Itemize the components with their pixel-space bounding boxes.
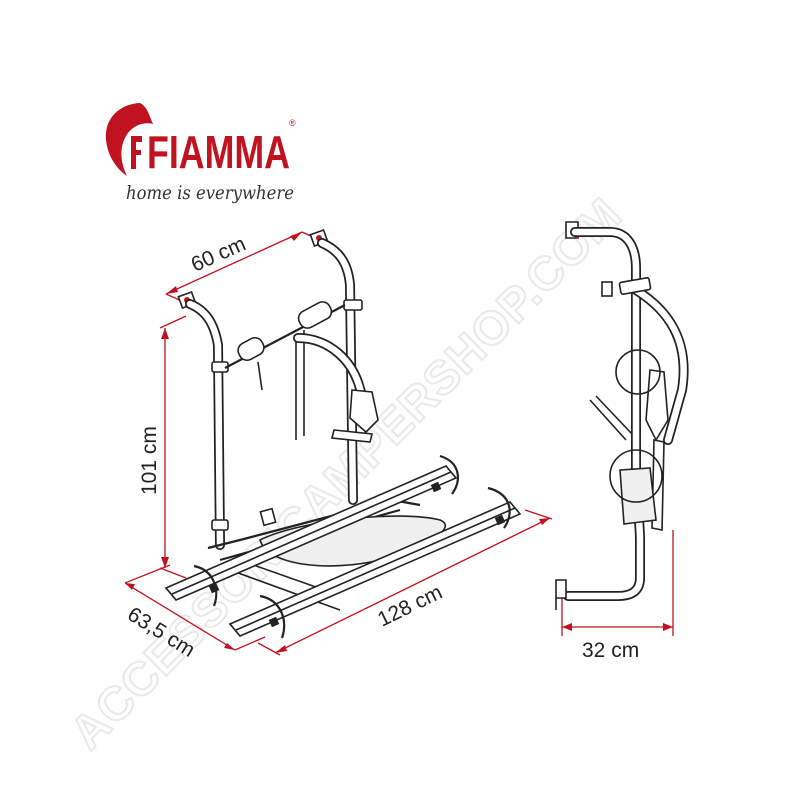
rail-length-dimension-line <box>257 509 553 656</box>
dimension-lines <box>124 231 674 656</box>
side-depth-label: 32 cm <box>582 639 639 662</box>
frame-left-upright <box>185 299 225 550</box>
wheel-rail-rear <box>228 486 522 639</box>
wheel-rail-front <box>164 454 459 607</box>
fiamma-flame-icon <box>105 103 153 176</box>
bike-rack-side-view <box>555 221 689 610</box>
bike-rack-perspective-view <box>164 228 522 639</box>
registered-mark: ® <box>289 118 296 128</box>
frame-crossbar <box>224 301 346 369</box>
height-dimension-line <box>159 315 187 579</box>
brand-tagline: home is everywhere <box>126 182 294 204</box>
depth-dimension-line <box>124 564 266 651</box>
fiamma-logo: FIAMMA ® home is everywhere <box>105 103 296 204</box>
brand-name: FIAMMA <box>147 126 290 178</box>
frame-right-upright <box>317 238 358 505</box>
height-label: 101 cm <box>138 426 161 495</box>
side-depth-dimension-line <box>561 530 674 636</box>
frame-holding-arm <box>293 333 379 443</box>
rail-length-label: 128 cm <box>374 581 446 632</box>
